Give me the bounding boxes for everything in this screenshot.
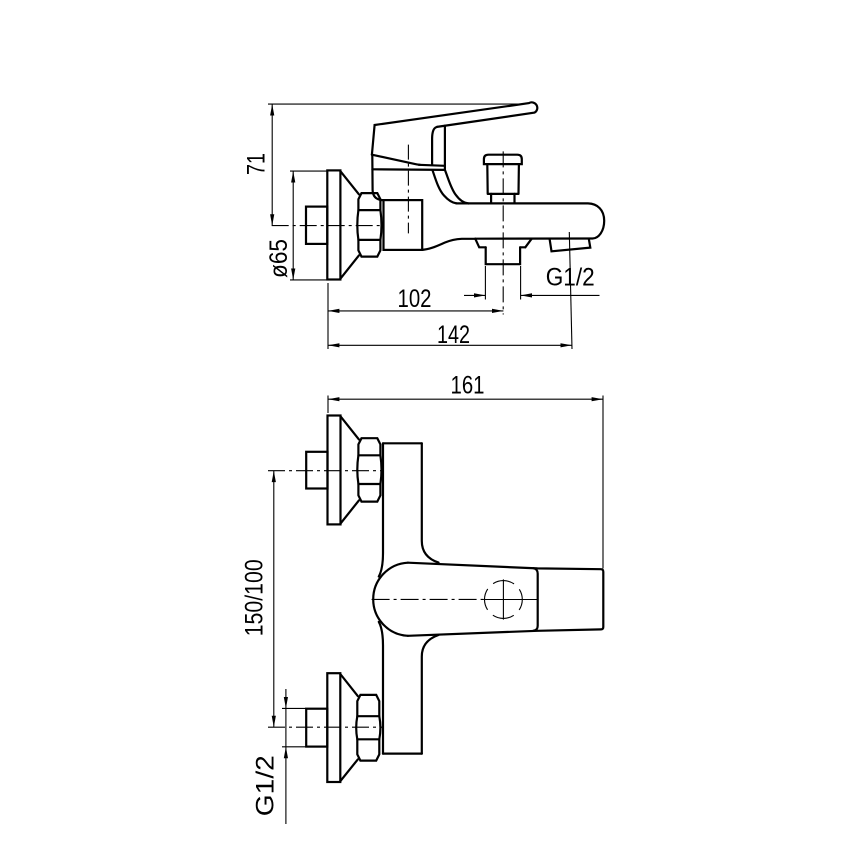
svg-text:G1/2: G1/2 <box>252 755 280 816</box>
svg-text:102: 102 <box>398 285 432 313</box>
svg-text:142: 142 <box>437 321 470 349</box>
svg-text:161: 161 <box>451 372 485 400</box>
svg-text:150/100: 150/100 <box>241 559 269 636</box>
svg-text:G1/2: G1/2 <box>546 264 595 292</box>
svg-text:ø65: ø65 <box>265 239 293 278</box>
svg-text:71: 71 <box>243 153 271 175</box>
